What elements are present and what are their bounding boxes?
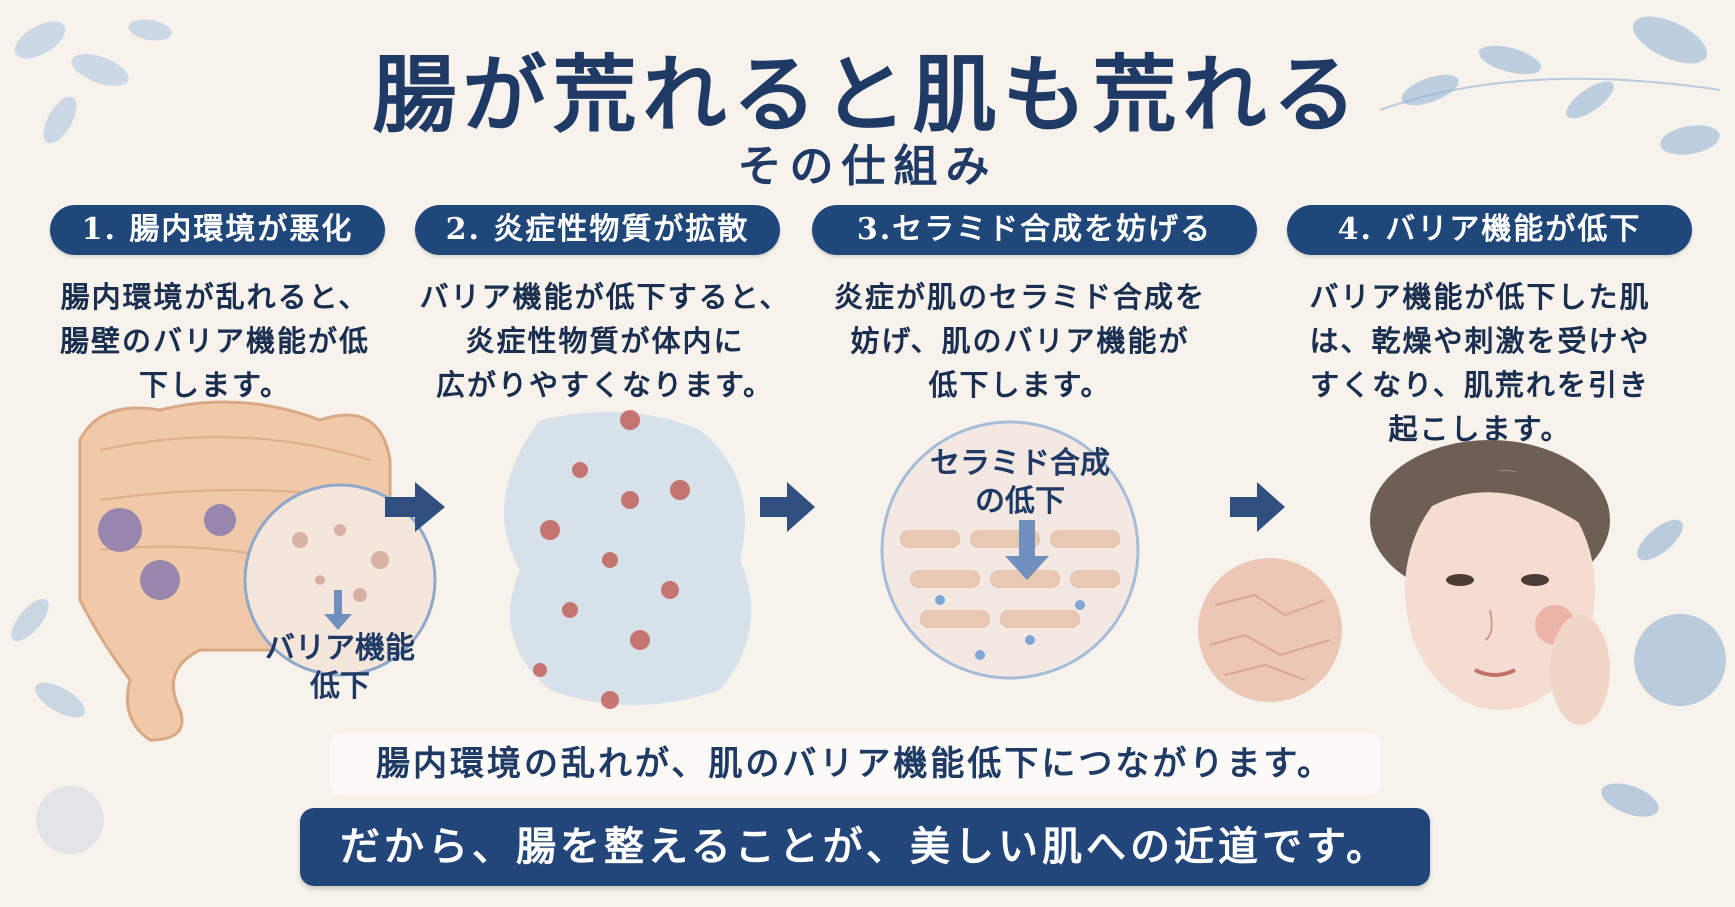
conclusion-banner: だから、腸を整えることが、美しい肌への近道です。 bbox=[300, 808, 1430, 886]
arrow-right-icon bbox=[760, 482, 815, 532]
leaf-decoration-bottom-right bbox=[1601, 519, 1726, 817]
page-subtitle: その仕組み bbox=[737, 141, 998, 192]
step-4-heading: 4. バリア機能が低下 bbox=[1287, 205, 1692, 255]
leaf-decoration-bottom-left bbox=[11, 598, 104, 854]
arrow-right-icon bbox=[1230, 482, 1285, 532]
woman-face-illustration bbox=[1370, 440, 1610, 725]
arrow-down-icon bbox=[324, 590, 352, 630]
step-3-description: 炎症が肌のセラミド合成を 妨げ、肌のバリア機能が 低下します。 bbox=[833, 280, 1206, 402]
arrow-right-icon bbox=[385, 482, 445, 532]
leaf-decoration-top-right bbox=[1379, 16, 1721, 155]
skin-layer-illustration bbox=[880, 420, 1140, 680]
barrier-down-label: バリア機能 低下 bbox=[265, 631, 415, 704]
ceramide-down-label: セラミド合成 の低下 bbox=[930, 446, 1110, 519]
step-1-description: 腸内環境が乱れると、 腸壁のバリア機能が低 下します。 bbox=[59, 280, 370, 402]
leaf-decoration-top-left bbox=[14, 19, 172, 144]
step-3-heading: 3.セラミド合成を妨げる bbox=[812, 205, 1257, 255]
arrow-down-icon bbox=[1005, 520, 1049, 580]
step-2-heading: 2. 炎症性物質が拡散 bbox=[415, 205, 780, 255]
step-4-description: バリア機能が低下した肌 は、乾燥や刺激を受けや すくなり、肌荒れを引き 起こしま… bbox=[1309, 280, 1651, 446]
intestine-illustration bbox=[78, 400, 437, 742]
step-1-heading: 1. 腸内環境が悪化 bbox=[50, 205, 385, 255]
page-title: 腸が荒れると肌も荒れる bbox=[372, 45, 1363, 144]
inflammation-illustration bbox=[504, 410, 752, 709]
summary-message: 腸内環境の乱れが、肌のバリア機能低下につながります。 bbox=[330, 733, 1380, 795]
rough-skin-illustration bbox=[1198, 558, 1342, 702]
step-2-description: バリア機能が低下すると、 炎症性物質が体内に 広がりやすくなります。 bbox=[419, 280, 791, 402]
